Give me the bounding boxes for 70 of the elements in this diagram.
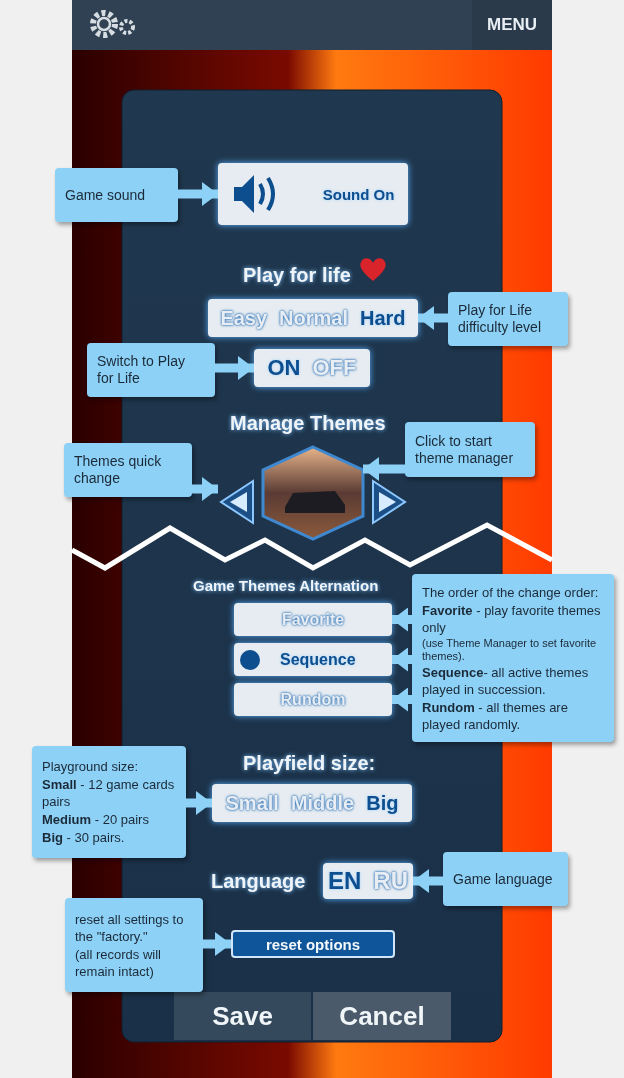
callout-box [405, 422, 535, 477]
callout-text: Sequence- all active themes played in succession. [422, 663, 590, 698]
arrow [418, 306, 448, 330]
arrow [178, 182, 218, 206]
menu-button: MENU [472, 0, 552, 50]
section-heading: Game Themes Alternation [193, 577, 379, 594]
option-label: Normal [279, 306, 348, 330]
option-label: EN [328, 867, 362, 895]
field-label: Language [211, 870, 306, 893]
option-label: Favorite [281, 610, 345, 629]
callout-text: Rundom - all themes are played randomly. [422, 698, 569, 733]
arrow [413, 869, 443, 893]
option-label: ON [267, 355, 301, 381]
callout-text: Click to start theme manager [415, 432, 515, 467]
option-label: Hard [360, 306, 406, 330]
arrow [192, 477, 218, 501]
option-label: Big [366, 791, 399, 815]
callout-box [443, 852, 568, 906]
reset-button: reset options [231, 930, 395, 958]
callout-box [448, 292, 568, 346]
cancel-button: Cancel [313, 992, 451, 1040]
save-button: Save [174, 992, 311, 1040]
callout-text: Switch to Play for Life [97, 353, 186, 387]
section-heading: Play for life [243, 264, 351, 287]
callout-box [412, 574, 614, 742]
arrow [203, 932, 231, 956]
section-heading: Playfield size: [243, 752, 376, 775]
callout-text: Themes quick change [74, 453, 163, 487]
callout-text: Medium - 20 pairs [42, 811, 150, 828]
callout-box [87, 343, 215, 397]
previous-button [218, 478, 256, 526]
sound-toggle [218, 163, 408, 225]
callout-text: (use Theme Manager to set favorite themes). [422, 636, 598, 663]
arrow [392, 607, 412, 632]
on-off-switch [254, 349, 370, 387]
callout-box [55, 168, 178, 222]
option-label: Rundom [280, 690, 346, 709]
theme-thumbnail [263, 447, 363, 539]
callout-text: The order of the change order: [422, 583, 600, 601]
section-heading: Manage Themes [230, 412, 386, 435]
arrow [363, 457, 405, 481]
option-label: Middle [290, 791, 355, 815]
option-button [234, 683, 392, 716]
option-label: OFF [312, 355, 357, 381]
arrow [186, 791, 212, 815]
arrow [392, 687, 412, 712]
callout-text: reset all settings to the "factory." [75, 910, 185, 945]
callout-text: Game language [453, 870, 554, 888]
option-label: Easy [220, 306, 268, 330]
callout-text: Playground size: [42, 758, 140, 775]
callout-text: Big - 30 pairs. [42, 829, 126, 846]
callout-text: (all records will remain intact) [75, 945, 162, 980]
next-button [370, 478, 408, 526]
option-label: RU [373, 867, 408, 895]
callout-box [64, 443, 192, 497]
segmented-selector [208, 299, 418, 337]
option-label: Small [225, 791, 279, 815]
callout-text: Play for Life difficulty level [458, 302, 542, 336]
arrow [392, 647, 412, 672]
language-selector [323, 863, 413, 899]
option-button [234, 643, 392, 676]
callout-text: Game sound [65, 186, 147, 204]
callout-text: Favorite - play favorite themes only [422, 601, 602, 636]
option-label: Sound On [322, 185, 395, 203]
option-button [234, 603, 392, 636]
callout-box [65, 898, 203, 992]
segmented-selector [212, 784, 412, 822]
callout-text: Small - 12 game cards pairs [42, 776, 176, 810]
option-label: Sequence [280, 650, 356, 669]
callout-box [32, 746, 186, 858]
